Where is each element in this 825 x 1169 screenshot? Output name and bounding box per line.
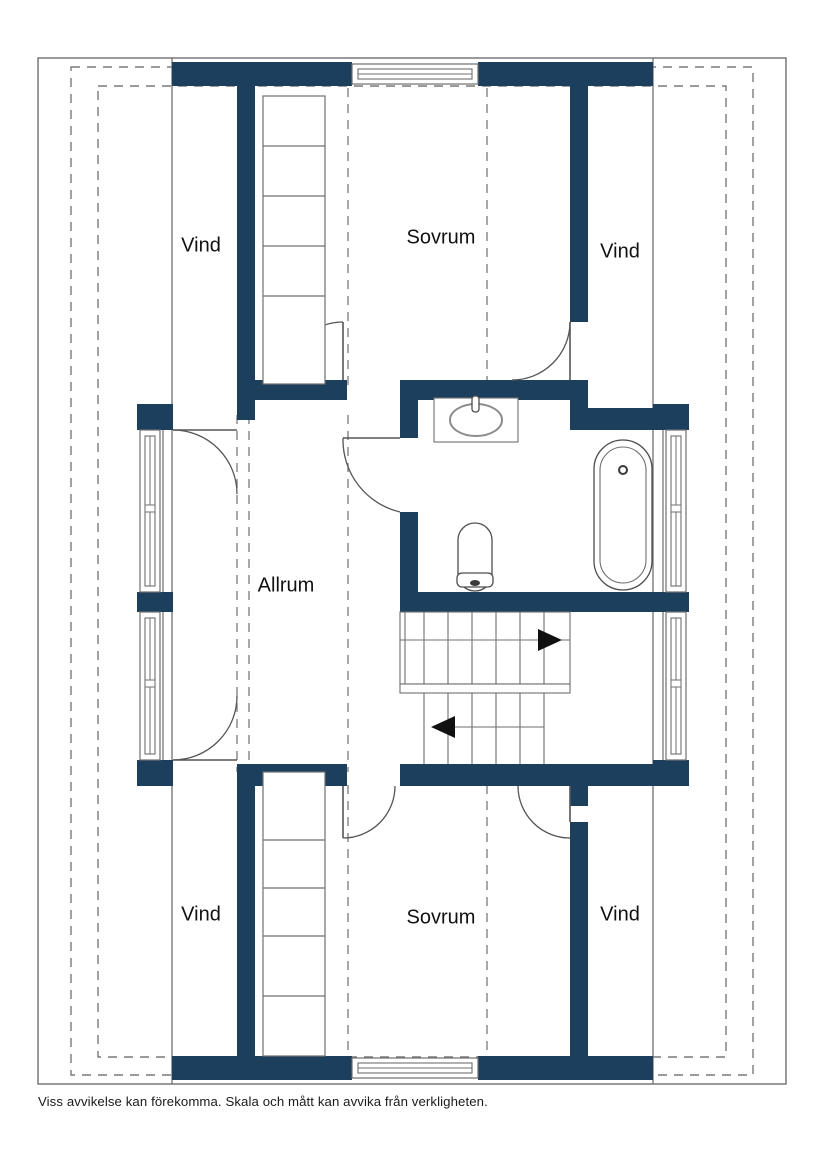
window-left-lower xyxy=(139,611,164,761)
wall-partition-vind-bottomleft xyxy=(237,764,255,1080)
window-right-upper xyxy=(662,429,687,593)
bathtub-inner xyxy=(599,446,647,584)
wall-north-left xyxy=(172,62,352,86)
room-label-sovrum-top: Sovrum xyxy=(407,226,476,248)
wall-south-left xyxy=(172,1056,352,1080)
wall-west-mid-stub xyxy=(137,592,173,612)
room-label-vind-top-left: Vind xyxy=(181,234,221,256)
room-label-sovrum-bottom: Sovrum xyxy=(407,906,476,928)
room-label-vind-bottom-right: Vind xyxy=(600,903,640,925)
wall-sovrum-top-south-east xyxy=(400,380,588,400)
window-left-upper-joint xyxy=(144,504,156,513)
door-allrum-north-west-swing xyxy=(172,429,238,495)
wall-west-bottom-stub xyxy=(137,760,173,786)
door-allrum-south-west xyxy=(172,695,238,761)
door-vind-top-right xyxy=(511,321,571,381)
room-labels: Vind Sovrum Vind Allrum Vind Sovrum Vind xyxy=(181,226,640,928)
wall-west-top-stub xyxy=(137,404,173,430)
door-vind-bottom-right-swing xyxy=(517,785,571,839)
sink-faucet xyxy=(471,395,480,413)
wall-badrum-north-east xyxy=(570,408,689,430)
door-sovrum-bottom xyxy=(342,785,396,839)
door-badrum-swing xyxy=(342,437,401,513)
staircase-up-arrow-icon xyxy=(538,629,562,651)
door-allrum-south-west-swing xyxy=(172,695,238,761)
disclaimer-text: Viss avvikelse kan förekomma. Skala och … xyxy=(38,1094,488,1109)
window-right-lower xyxy=(662,611,687,761)
wall-badrum-west-lower xyxy=(400,512,418,604)
wardrobe-closet-bottom xyxy=(262,771,326,1057)
door-sovrum-bottom-swing xyxy=(342,785,396,839)
wall-partition-vind-bottomright-tail xyxy=(570,764,588,806)
dashed-guide-inner xyxy=(97,85,727,1058)
staircase-landing xyxy=(399,683,571,694)
wall-badrum-south xyxy=(400,592,689,612)
room-label-vind-bottom-left: Vind xyxy=(181,903,221,925)
wall-badrum-west-upper xyxy=(400,400,418,438)
room-label-allrum: Allrum xyxy=(258,574,315,596)
wall-partition-vind-bottomright xyxy=(570,822,588,1080)
outer-boundary-rect xyxy=(37,57,787,1085)
window-top xyxy=(351,63,479,85)
window-bottom xyxy=(351,1057,479,1079)
wardrobe-closet-top xyxy=(262,95,326,385)
wall-sovrum-top-south-west xyxy=(237,380,347,400)
window-right-upper-joint xyxy=(670,504,682,513)
wall-north-right xyxy=(478,62,653,86)
staircase-lower-flight xyxy=(423,693,545,764)
wall-partition-vind-topleft xyxy=(237,62,255,392)
wall-partition-vind-topright xyxy=(570,62,588,322)
toilet-fixture xyxy=(456,522,494,592)
staircase xyxy=(399,611,571,764)
staircase-down-arrow-icon xyxy=(431,716,455,738)
wardrobe-top-body xyxy=(262,95,326,385)
window-right-lower-joint xyxy=(670,679,682,688)
bathtub-fixture xyxy=(593,439,653,591)
door-badrum xyxy=(342,437,401,513)
bathtub-drain xyxy=(618,465,628,475)
building-outline xyxy=(37,57,787,1085)
walls xyxy=(137,62,689,1080)
door-allrum-north-west xyxy=(172,429,238,495)
wall-south-right xyxy=(478,1056,653,1080)
toilet-flush-button xyxy=(470,580,480,586)
staircase-landing-band xyxy=(399,683,571,694)
window-left-upper xyxy=(139,429,164,593)
door-vind-bottom-right xyxy=(517,785,571,839)
sink-fixture xyxy=(433,395,519,443)
interior-dashed-lines xyxy=(236,88,488,1056)
wall-stairhall-south xyxy=(400,764,689,786)
door-vind-top-right-swing xyxy=(511,321,571,381)
attic-edge-lines xyxy=(171,58,654,1084)
wardrobe-bottom-body xyxy=(262,771,326,1057)
window-left-lower-joint xyxy=(144,679,156,688)
room-label-vind-top-right: Vind xyxy=(600,240,640,262)
